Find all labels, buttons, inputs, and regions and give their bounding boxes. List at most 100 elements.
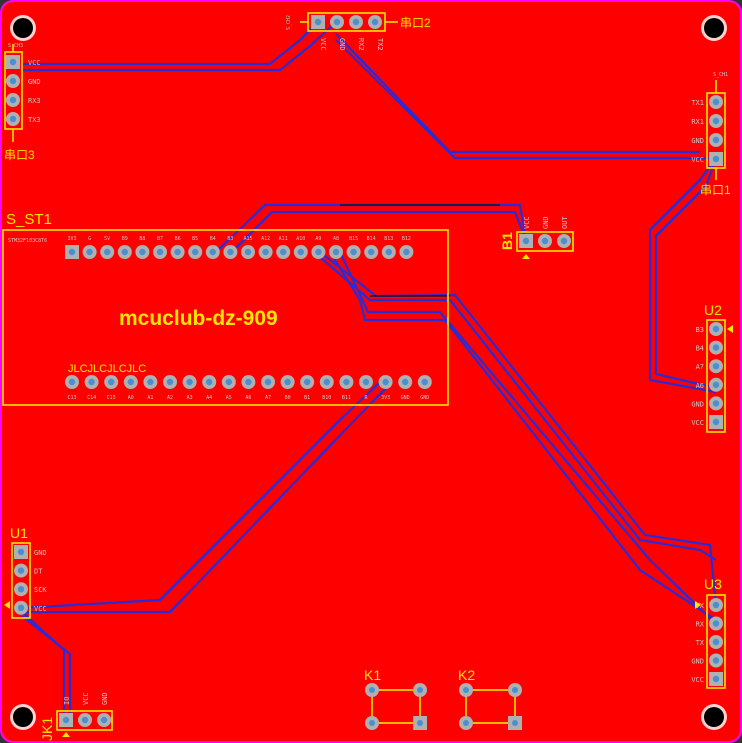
mcu-bottom-pin-drill	[284, 378, 291, 386]
u2-pin1-marker	[727, 325, 733, 333]
b1-pin-drill	[541, 237, 549, 245]
mcu-bottom-pin-drill	[147, 378, 154, 386]
u2-pin-drill	[712, 325, 720, 333]
mcu-bottom-pin-drill	[88, 378, 95, 386]
uart1-ref: 串口1	[700, 183, 731, 197]
uart3-pin-label: RX3	[28, 97, 41, 105]
mcu-bottom-pin-label: A3	[187, 395, 193, 401]
mcu-top-pin-drill	[68, 248, 76, 256]
mcu-bottom-pin-drill	[245, 378, 252, 386]
uart1-small: S_CH1	[713, 72, 728, 78]
mcu-bottom-pin-label: GND	[401, 395, 410, 401]
jk1-pin1-marker	[62, 732, 70, 737]
u2-pin-drill	[712, 400, 720, 407]
mcu-header-small: STM32F103C8T6	[8, 238, 47, 244]
u3-pin-label: RX	[696, 621, 705, 629]
b1-pin-label: GND	[542, 216, 550, 229]
b1-pin-drill	[560, 237, 568, 245]
uart1-pin-drill	[712, 136, 720, 144]
mcu-top-pin-label: B13	[384, 236, 393, 242]
u1-pin-drill	[17, 604, 25, 611]
uart3-ref: 串口3	[4, 148, 35, 162]
u1-pin1-marker	[4, 601, 10, 609]
mcu-top-pin-drill	[209, 248, 216, 256]
mcu-bottom-pin-drill	[127, 378, 134, 386]
b1-pin1-marker	[522, 254, 530, 259]
u2-pin-label: VCC	[691, 419, 704, 427]
vendor-text: JLCJLCJLCJLC	[68, 363, 146, 375]
u1-pin-drill	[17, 586, 25, 593]
uart3-pin-drill	[9, 77, 17, 85]
uart3-pin-drill	[9, 58, 17, 66]
mcu-top-pin-drill	[121, 248, 128, 256]
u2-outline	[706, 319, 726, 433]
mcu-bottom-pin-drill	[68, 378, 76, 386]
mcu-top-pin-label: B6	[175, 236, 181, 242]
mcu-bottom-pin-label: C14	[87, 395, 96, 401]
mcu-top-pin-label: A11	[279, 236, 288, 242]
mcu-top-pin-label: B3	[227, 236, 233, 242]
k1-ref: K1	[364, 667, 381, 683]
mcu-top-pin-drill	[350, 248, 357, 256]
uart2-pin-drill	[314, 18, 322, 26]
mcu-top-pin-label: G	[88, 236, 91, 242]
mcu-top-pin-label: A10	[296, 236, 305, 242]
k1-outline	[371, 689, 421, 724]
switch-k2[interactable]: K2	[458, 667, 522, 730]
mcu-bottom-pin-label: A4	[206, 395, 212, 401]
mcu-bottom-pin-drill	[166, 378, 174, 386]
uart2-ref: 串口2	[400, 16, 431, 30]
mcu-bottom-pin-drill	[186, 378, 193, 386]
mcu-top-pin-drill	[332, 248, 340, 256]
mcu-top-pin-drill	[280, 248, 287, 256]
u1-pin-label: GND	[34, 549, 47, 557]
jk1-ref: JK1	[39, 717, 55, 741]
jk1-pin-label: VCC	[82, 692, 90, 705]
uart1-pin-drill	[712, 117, 720, 125]
u1-pin-drill	[17, 548, 25, 556]
u2-ref: U2	[704, 302, 722, 318]
traces	[21, 21, 718, 718]
mcu-ref: S_ST1	[6, 211, 52, 228]
uart1-pin-label: TX1	[691, 99, 704, 107]
uart2-pin-label: RX2	[357, 38, 365, 51]
u1-pin-label: SCK	[34, 586, 47, 594]
u2-pin-drill	[712, 363, 720, 370]
jk1-pin-label: GND	[101, 692, 109, 705]
u2-pin-drill	[712, 418, 720, 426]
mcu-bottom-pin-drill	[264, 378, 272, 386]
u2-pin-label: A6	[696, 382, 704, 390]
uart1-pin-label: GND	[691, 137, 704, 145]
mcu-outline	[2, 229, 449, 406]
uart2-small: S_CH2	[286, 15, 292, 30]
mcu-top-pin-label: B15	[349, 236, 358, 242]
mcu-bottom-pin-label: A2	[167, 395, 173, 401]
u1-outline	[11, 542, 31, 619]
uart3-pin-drill	[9, 96, 17, 104]
mcu-top-pin-drill	[227, 248, 234, 256]
u3-pin-label: TX	[696, 639, 705, 647]
mcu-bottom-pin-drill	[402, 378, 409, 386]
mcu-bottom-pin-drill	[343, 378, 350, 386]
u2-pin-drill	[712, 381, 720, 388]
b1-pin-drill	[522, 237, 530, 245]
switch-k1[interactable]: K1	[364, 667, 427, 730]
mcu-top-pin-drill	[315, 248, 322, 256]
jk1-pin-drill	[81, 716, 89, 724]
mcu-bottom-pin-label: 3V3	[381, 395, 390, 401]
mcu-bottom-pin-label: B11	[342, 395, 351, 401]
uart2-pin-label: VCC	[319, 38, 327, 51]
u3-outline	[706, 594, 726, 689]
u1-ref: U1	[10, 525, 28, 541]
mcu-top-pin-label: B7	[157, 236, 163, 242]
